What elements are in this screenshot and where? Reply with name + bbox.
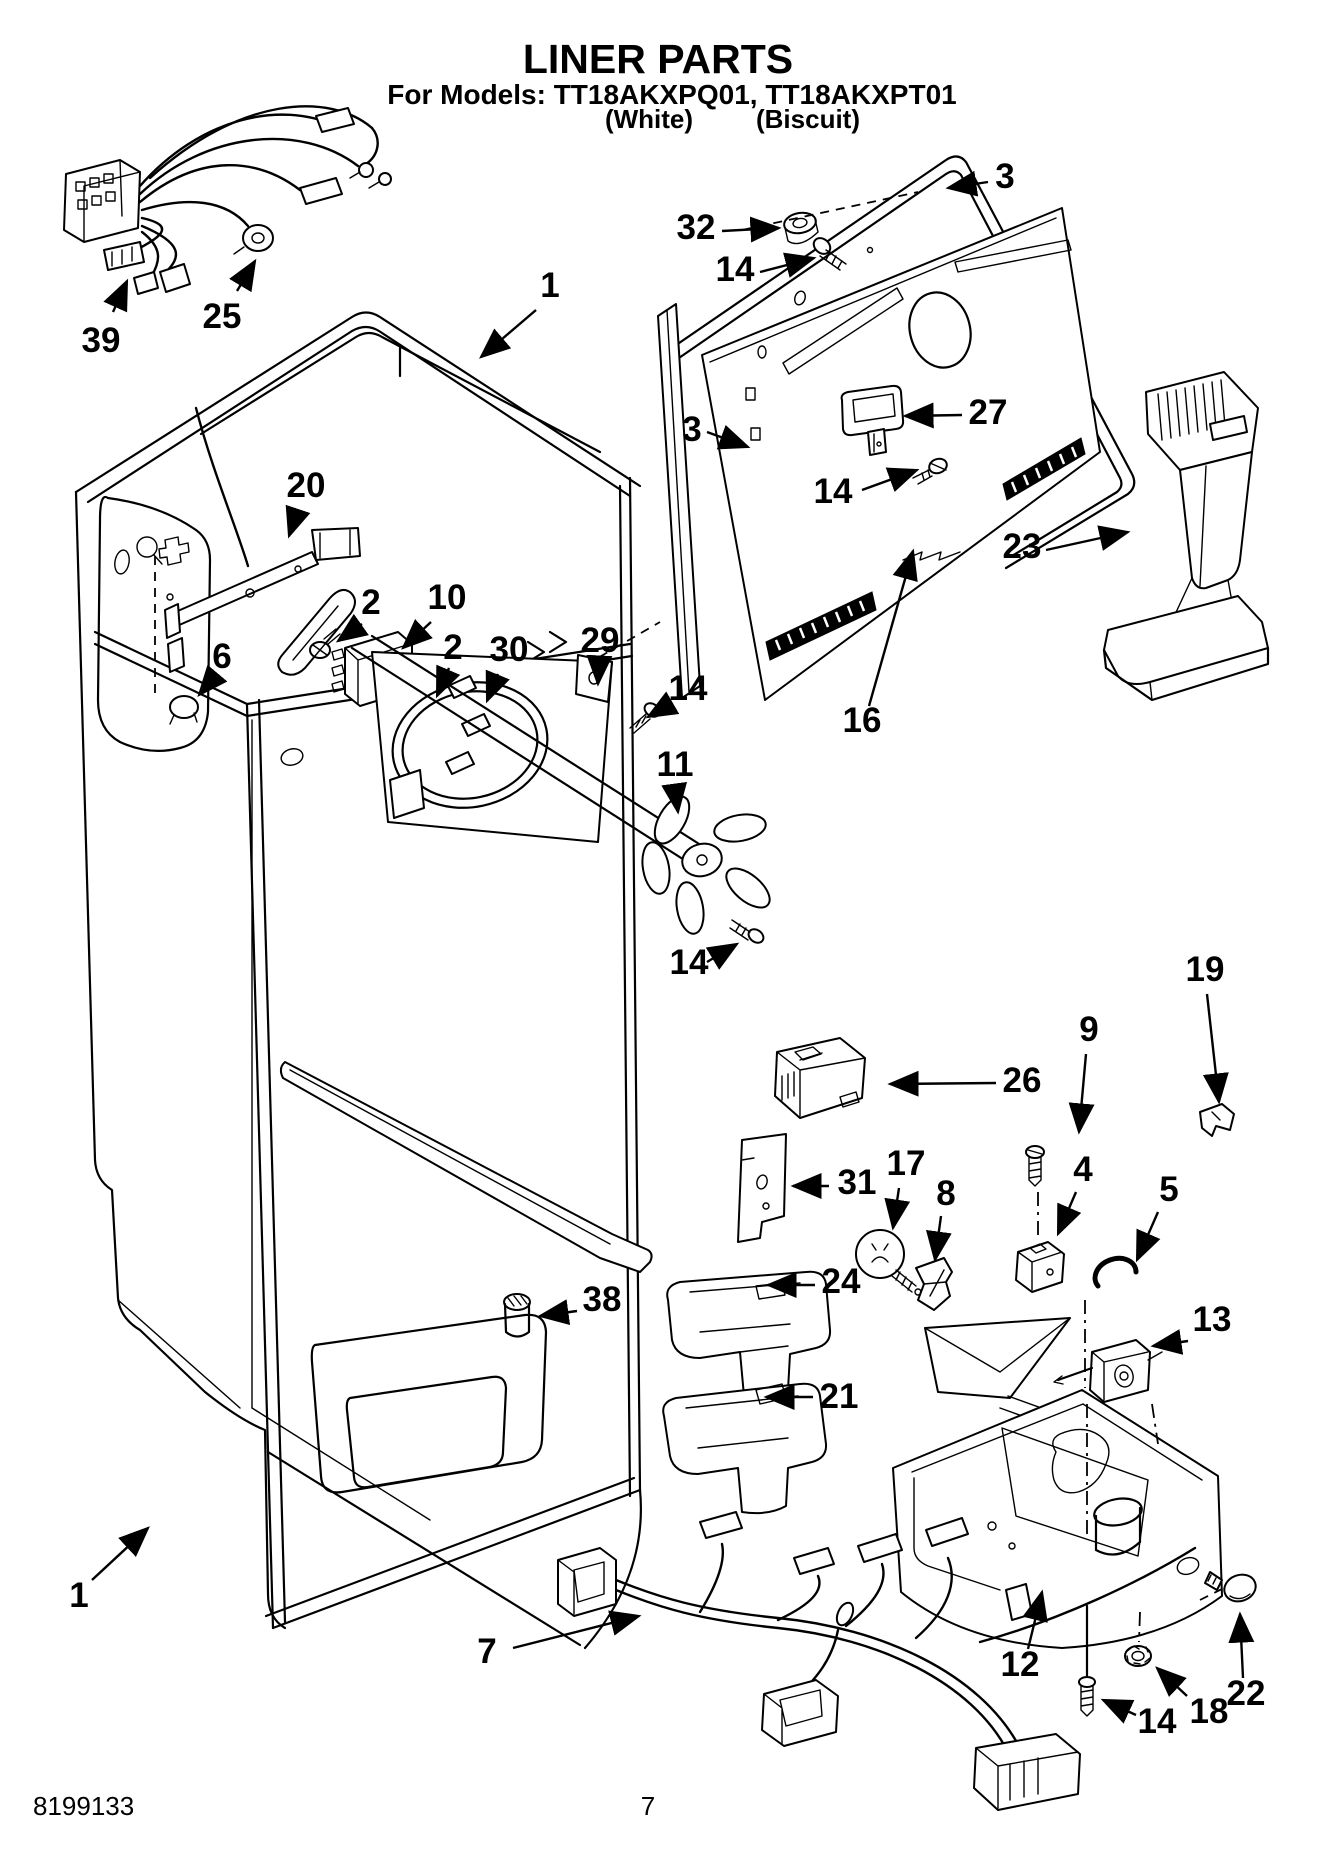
bulb-socket [915,1257,953,1311]
callout-2-washer: 2 [443,628,462,667]
header: LINER PARTS For Models: TT18AKXPQ01, TT1… [387,36,956,134]
callout-3-trim: 3 [682,410,701,449]
callout-24: 24 [822,1262,861,1301]
callout-9: 9 [1079,1010,1098,1049]
callout-38: 38 [583,1280,622,1319]
callout-22: 22 [1227,1674,1266,1713]
callout-32: 32 [677,208,716,247]
callout-31: 31 [838,1163,877,1202]
callout-3-frame: 3 [995,157,1014,196]
callout-6: 6 [212,637,231,676]
callout-16: 16 [843,701,882,740]
page-title: LINER PARTS [523,36,793,82]
defrost-thermostat-4 [1015,1241,1065,1293]
fan-shroud [350,634,720,872]
clip-19 [1199,1103,1235,1137]
liner-left-plate [96,495,212,753]
liner-body [74,311,653,1650]
finish-white-label: (White) [605,104,693,134]
evaporator-cover-group [657,155,1136,701]
callout-19: 19 [1186,950,1225,989]
page-number: 7 [641,1791,655,1821]
control-housing-group [892,1192,1257,1717]
light-bulb [855,1229,922,1296]
callout-4: 4 [1073,1150,1093,1189]
document-number: 8199133 [33,1791,134,1821]
callout-arrows [91,170,1255,1724]
callout-23: 23 [1003,527,1042,566]
wire-harness-bottom [557,1511,1197,1811]
callout-2-screw: 2 [361,583,380,622]
callout-18: 18 [1190,1692,1229,1731]
drain-plug-38 [503,1293,531,1338]
callout-1-bottom: 1 [69,1576,88,1615]
callout-30: 30 [490,630,529,669]
callout-14-panel: 14 [814,472,853,511]
callout-8: 8 [936,1174,955,1213]
footer: 8199133 7 [33,1791,655,1821]
callout-21: 21 [820,1377,859,1416]
callout-14-housing: 14 [1138,1702,1177,1741]
callout-25: 25 [203,297,242,336]
cover-plate [737,1133,787,1243]
screw-9 [1025,1145,1045,1187]
air-tower [1102,371,1270,702]
fan-screw [729,919,765,944]
callout-12: 12 [1001,1645,1040,1684]
callout-13: 13 [1193,1300,1232,1339]
callout-27: 27 [969,393,1008,432]
callout-11: 11 [657,745,694,784]
callout-14-fan: 14 [670,943,709,982]
foam-duct-upper [666,1270,832,1399]
models-line: For Models: TT18AKXPQ01, TT18AKXPT01 [387,79,956,110]
callout-29: 29 [581,621,620,660]
finish-biscuit-label: (Biscuit) [756,104,860,134]
retainer-clip-5 [1092,1255,1139,1289]
callout-labels: 1 1 39 25 20 2 10 2 30 29 6 32 14 3 27 1… [69,157,1265,1741]
wire-harness-top [63,105,392,568]
callout-10: 10 [428,578,467,617]
callout-7: 7 [477,1632,496,1671]
evaporator-fan-blade [641,795,771,935]
callout-14-grommet: 14 [716,250,755,289]
callout-39: 39 [82,321,121,360]
callout-26: 26 [1003,1061,1042,1100]
foam-duct-lower [662,1382,828,1515]
callout-5: 5 [1159,1170,1178,1209]
callout-17: 17 [887,1144,926,1183]
callout-1-top: 1 [540,266,559,305]
callout-14-shroud: 14 [669,669,708,708]
defrost-timer [774,1037,866,1119]
callout-20: 20 [287,466,326,505]
